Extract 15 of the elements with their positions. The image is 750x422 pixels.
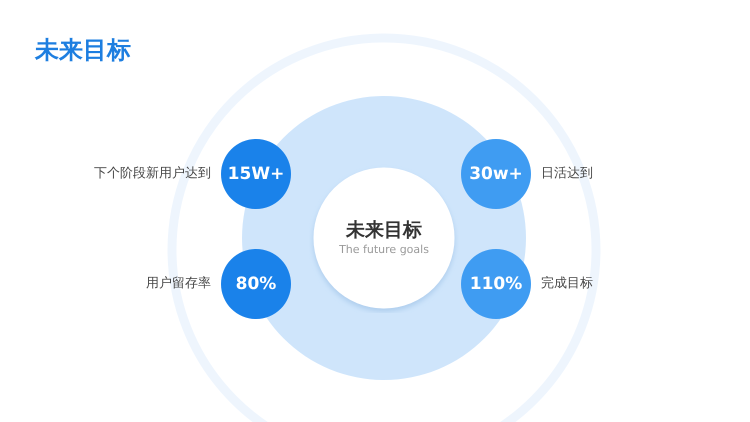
value-circle: [221, 249, 291, 319]
value-circle: [221, 139, 291, 209]
center-subtitle: The future goals: [339, 242, 429, 258]
goal-label: 完成目标: [541, 276, 593, 292]
value-circle: [461, 139, 531, 209]
title: 未来目标: [35, 36, 131, 64]
value-circle: [461, 249, 531, 319]
value-text: 80%: [236, 274, 276, 294]
value-text: 15W+: [228, 164, 284, 184]
value-text: 30w+: [469, 164, 523, 184]
goal-label: 下个阶段新用户达到: [94, 166, 211, 182]
goal-label: 用户留存率: [146, 276, 211, 292]
center-title: 未来目标: [346, 218, 422, 242]
goal-label: 日活达到: [541, 166, 593, 182]
value-text: 110%: [470, 274, 522, 294]
